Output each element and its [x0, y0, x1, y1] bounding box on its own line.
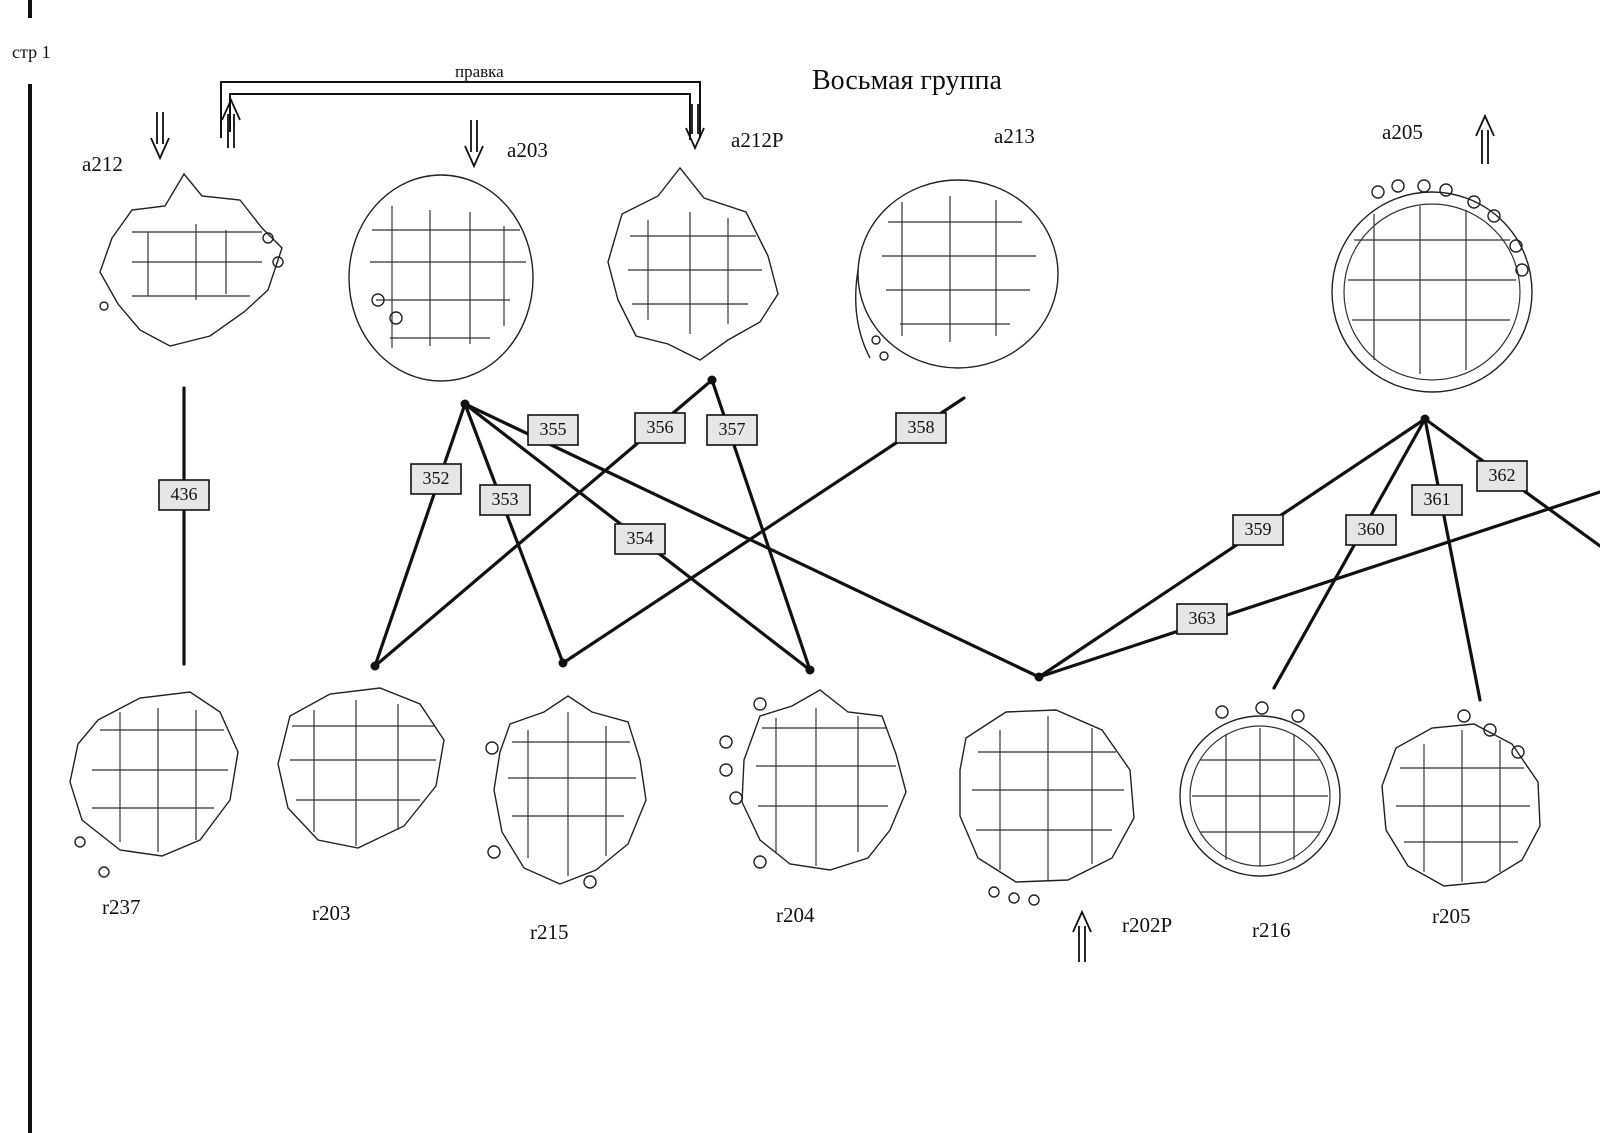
link-label-text: 354 — [627, 528, 654, 548]
coin-label-a203: a203 — [507, 138, 548, 162]
link-label-357: 357 — [706, 414, 758, 446]
link-label-359: 359 — [1232, 514, 1284, 546]
link-label-text: 363 — [1189, 608, 1216, 628]
link-lines — [182, 375, 1600, 702]
link-line-361 — [1423, 417, 1482, 702]
link-label-box — [1476, 460, 1528, 492]
link-label-356: 356 — [634, 412, 686, 444]
coin-label-r215: r215 — [530, 920, 569, 944]
coin-sketches — [69, 166, 1541, 906]
link-line-363 — [1037, 490, 1600, 679]
up-arrow-icon — [221, 97, 241, 148]
link-label-box — [1176, 603, 1228, 635]
link-node-r202P — [1034, 672, 1044, 682]
link-label-box — [634, 412, 686, 444]
link-label-353: 353 — [479, 484, 531, 516]
coin-drawing-r205 — [1381, 709, 1541, 887]
link-label-box — [895, 412, 947, 444]
page-title: Восьмая группа — [812, 65, 1002, 96]
link-label-text: 358 — [908, 417, 935, 437]
down-arrow-icon — [685, 104, 705, 151]
link-label-352: 352 — [410, 463, 462, 495]
link-label-363: 363 — [1176, 603, 1228, 635]
link-node-a203 — [460, 399, 470, 409]
coin-label-r203: r203 — [312, 901, 351, 925]
link-label-text: 360 — [1358, 519, 1385, 539]
link-label-text: 356 — [647, 417, 674, 437]
link-label-362: 362 — [1476, 460, 1528, 492]
coin-drawing-a213 — [855, 179, 1059, 369]
coin-label-r202P: r202P — [1122, 913, 1172, 937]
coin-drawing-r203 — [277, 687, 445, 849]
coin-label-r216: r216 — [1252, 918, 1291, 942]
coin-labels: a212 a203 a212P a213 a205 r237 r203 r215… — [82, 120, 1471, 944]
link-node-a212P — [707, 375, 717, 385]
coin-label-r204: r204 — [776, 903, 815, 927]
link-label-355: 355 — [527, 414, 579, 446]
link-line-355 — [463, 402, 1041, 679]
bracket-label: правка — [455, 62, 504, 81]
coin-drawing-r216 — [1179, 701, 1341, 877]
link-label-box — [706, 414, 758, 446]
coin-label-a212: a212 — [82, 152, 123, 176]
link-label-box — [1411, 484, 1463, 516]
correction-bracket: правка — [220, 62, 701, 140]
coin-label-a205: a205 — [1382, 120, 1423, 144]
coin-drawing-a205 — [1331, 179, 1533, 393]
link-label-436: 436 — [158, 479, 210, 511]
up-arrow-icon — [1072, 909, 1092, 962]
coin-drawing-r237 — [69, 691, 239, 878]
link-node-a205 — [1420, 414, 1430, 424]
coin-drawing-r215 — [485, 695, 647, 889]
link-line-353 — [463, 402, 565, 665]
coin-label-r205: r205 — [1432, 904, 1471, 928]
coin-label-a213: a213 — [994, 124, 1035, 148]
link-label-text: 352 — [423, 468, 450, 488]
link-label-box — [410, 463, 462, 495]
link-label-text: 355 — [540, 419, 567, 439]
link-labels: 436 352 353 354 355 356 357 358 359 360 361 362 363 — [158, 412, 1528, 635]
link-label-361: 361 — [1411, 484, 1463, 516]
link-label-text: 361 — [1424, 489, 1451, 509]
coin-drawing-a212 — [99, 172, 284, 347]
link-label-text: 436 — [171, 484, 198, 504]
link-label-text: 359 — [1245, 519, 1272, 539]
page-label: стр 1 — [12, 42, 51, 62]
link-label-text: 362 — [1489, 465, 1516, 485]
coin-drawing-a203 — [348, 174, 534, 382]
link-label-text: 357 — [719, 419, 746, 439]
link-node-r204 — [805, 665, 815, 675]
link-label-box — [158, 479, 210, 511]
link-label-box — [527, 414, 579, 446]
coin-drawing-r202P — [959, 709, 1135, 906]
link-node-r203 — [370, 661, 380, 671]
link-label-360: 360 — [1345, 514, 1397, 546]
link-node-r215 — [558, 658, 568, 668]
link-label-358: 358 — [895, 412, 947, 444]
coin-drawing-a212P — [607, 166, 779, 361]
down-arrow-icon — [150, 112, 170, 161]
link-label-354: 354 — [614, 523, 666, 555]
link-label-box — [614, 523, 666, 555]
coin-label-r237: r237 — [102, 895, 141, 919]
up-arrow-icon — [1475, 113, 1495, 164]
link-label-box — [1232, 514, 1284, 546]
coin-drawing-r204 — [719, 689, 907, 871]
link-label-text: 353 — [492, 489, 519, 509]
link-line-360 — [1272, 417, 1427, 690]
link-line-359 — [1037, 417, 1427, 679]
link-line-352 — [373, 402, 467, 668]
link-label-box — [479, 484, 531, 516]
link-label-box — [1345, 514, 1397, 546]
coin-label-a212P: a212P — [731, 128, 784, 152]
down-arrow-icon — [464, 120, 484, 169]
